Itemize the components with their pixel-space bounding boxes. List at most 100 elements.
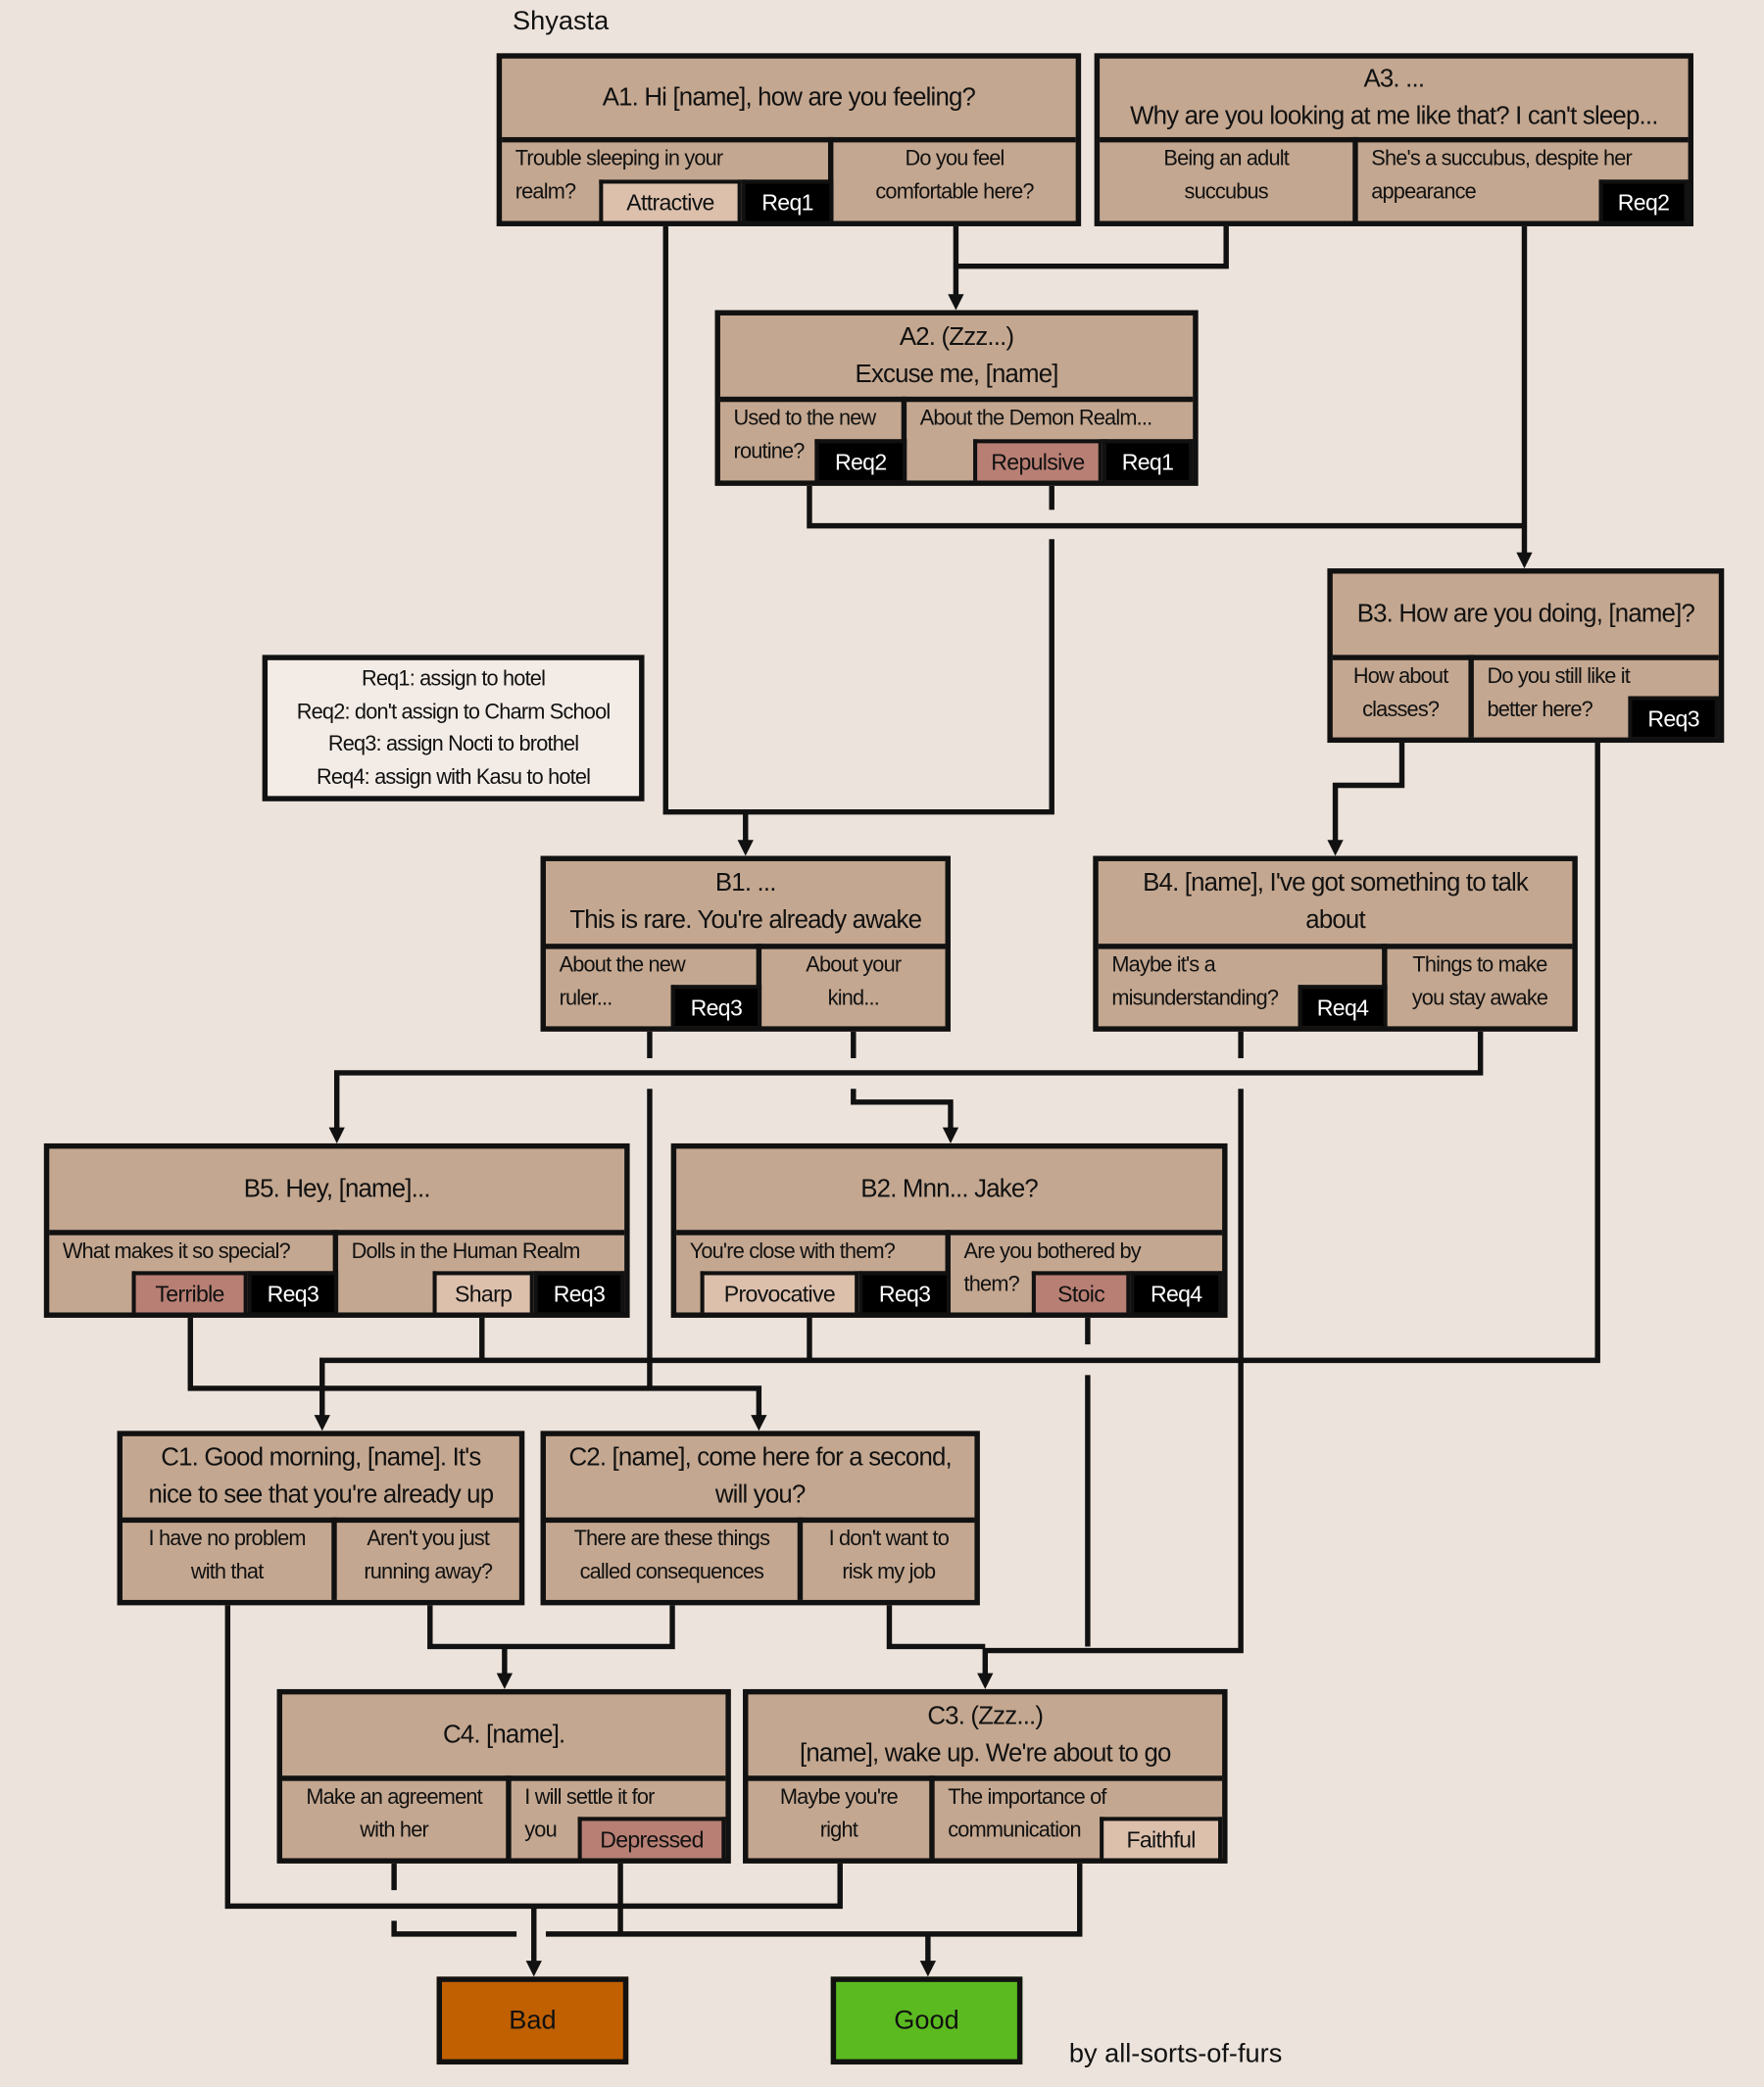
response-text: Maybe it's a misunderstanding? xyxy=(1111,954,1279,1011)
response-text: How about classes? xyxy=(1352,665,1448,722)
requirement-tag: Req3 xyxy=(533,1271,625,1313)
trait-tag: Repulsive xyxy=(973,439,1102,481)
arrowhead-icon xyxy=(948,294,964,311)
requirements-legend: Req1: assign to hotel Req2: don't assign… xyxy=(262,655,645,801)
connector-line xyxy=(1332,743,1405,848)
response-option: Things to make you stay awake xyxy=(1388,944,1573,1026)
response-text: Dolls in the Human Realm xyxy=(351,1240,581,1264)
response-text: I don't want to risk my job xyxy=(828,1528,950,1584)
trait-tag: Faithful xyxy=(1100,1817,1223,1859)
arrowhead-icon xyxy=(737,840,754,856)
connector-line xyxy=(333,1031,1484,1135)
legend-item: Req1: assign to hotel xyxy=(362,667,546,692)
response-option: I don't want to risk my job xyxy=(803,1518,974,1600)
connector-line xyxy=(851,1089,954,1135)
node-prompt: C4. [name]. xyxy=(282,1694,726,1781)
response-text: Aren't you just running away? xyxy=(364,1528,493,1584)
response-option: About the new ruler...Req3 xyxy=(546,944,762,1027)
response-option: I have no problem with that xyxy=(122,1517,337,1600)
node-prompt: C2. [name], come here for a second, will… xyxy=(545,1436,975,1524)
node-prompt: B2. Mnn... Jake? xyxy=(676,1148,1223,1236)
arrowhead-icon xyxy=(751,1415,767,1432)
arrowhead-icon xyxy=(942,1127,959,1143)
response-text: Used to the new routine? xyxy=(733,407,877,463)
node-prompt: A2. (Zzz...) Excuse me, [name] xyxy=(719,315,1194,403)
trait-tag: Sharp xyxy=(432,1271,534,1313)
node-c3: C3. (Zzz...) [name], wake up. We're abou… xyxy=(743,1688,1228,1864)
credit-text: by all-sorts-of-furs xyxy=(1068,2039,1283,2069)
response-text: Things to make you stay awake xyxy=(1411,954,1548,1011)
response-option: Make an agreement with her xyxy=(282,1775,512,1859)
requirement-tag: Req2 xyxy=(814,439,907,481)
requirement-tag: Req1 xyxy=(741,179,834,221)
trait-tag: Depressed xyxy=(577,1817,726,1859)
arrowhead-icon xyxy=(314,1415,330,1432)
response-text: I will settle it for you xyxy=(524,1786,655,1843)
response-text: The importance of communication xyxy=(948,1786,1106,1843)
requirement-tag: Req4 xyxy=(1130,1271,1223,1313)
connector-line xyxy=(391,1920,517,1937)
node-a3: A3. ... Why are you looking at me like t… xyxy=(1094,53,1694,226)
response-option: Do you feel comfortable here? xyxy=(833,137,1075,221)
connector-line xyxy=(807,485,1525,529)
response-text: Being an adult succubus xyxy=(1163,147,1289,204)
response-text: What makes it so special? xyxy=(62,1240,291,1264)
trait-tag: Attractive xyxy=(599,179,742,221)
arrowhead-icon xyxy=(919,1961,937,1977)
node-prompt: A1. Hi [name], how are you feeling? xyxy=(502,59,1076,143)
arrowhead-icon xyxy=(328,1127,345,1143)
response-option: Maybe you're right xyxy=(748,1775,935,1859)
connector-line xyxy=(662,225,1054,815)
node-prompt: B1. ... This is rare. You're already awa… xyxy=(545,861,946,949)
node-b1: B1. ... This is rare. You're already awa… xyxy=(540,855,951,1032)
response-text: There are these things called consequenc… xyxy=(573,1528,770,1584)
arrowhead-icon xyxy=(1327,840,1344,856)
arrowhead-icon xyxy=(977,1673,994,1689)
response-text: Make an agreement with her xyxy=(306,1786,482,1843)
requirement-tag: Req3 xyxy=(858,1271,951,1313)
response-option: Aren't you just running away? xyxy=(337,1518,519,1600)
connector-line xyxy=(982,1089,1244,1680)
response-option: Used to the new routine?Req2 xyxy=(720,396,907,481)
requirement-tag: Req2 xyxy=(1598,179,1689,221)
requirement-tag: Req4 xyxy=(1298,985,1388,1027)
node-a1: A1. Hi [name], how are you feeling?Troub… xyxy=(496,53,1082,226)
response-option: Being an adult succubus xyxy=(1100,136,1358,221)
response-text: Are you bothered by them? xyxy=(963,1240,1142,1297)
connector-line xyxy=(224,1605,843,1910)
node-b4: B4. [name], I've got something to talk a… xyxy=(1093,855,1578,1032)
response-text: Trouble sleeping in your realm? xyxy=(514,147,723,204)
response-text: She's a succubus, despite her appearance xyxy=(1371,147,1632,204)
response-option: She's a succubus, despite her appearance… xyxy=(1358,137,1689,221)
trait-tag: Provocative xyxy=(700,1271,859,1313)
response-text: Do you feel comfortable here? xyxy=(875,147,1034,204)
connector-line xyxy=(319,743,1600,1422)
character-title: Shyasta xyxy=(513,6,610,36)
response-text: Do you still like it better here? xyxy=(1487,665,1631,722)
trait-tag: Terrible xyxy=(131,1271,248,1313)
legend-item: Req3: assign Nocti to brothel xyxy=(327,733,579,756)
node-b5: B5. Hey, [name]...What makes it so speci… xyxy=(43,1142,630,1318)
response-text: I have no problem with that xyxy=(148,1528,307,1584)
connector-line xyxy=(886,1605,986,1650)
node-a2: A2. (Zzz...) Excuse me, [name]Used to th… xyxy=(714,310,1199,486)
node-b2: B2. Mnn... Jake?You're close with them?R… xyxy=(670,1142,1228,1318)
trait-tag: Stoic xyxy=(1031,1271,1131,1313)
legend-item: Req4: assign with Kasu to hotel xyxy=(316,765,591,789)
legend-item: Req2: don't assign to Charm School xyxy=(296,701,611,724)
connector-line xyxy=(545,1863,1083,1937)
node-c2: C2. [name], come here for a second, will… xyxy=(540,1431,980,1606)
arrowhead-icon xyxy=(496,1673,514,1689)
node-b3: B3. How are you doing, [name]?How about … xyxy=(1327,568,1725,744)
response-text: About the Demon Realm... xyxy=(919,407,1152,430)
